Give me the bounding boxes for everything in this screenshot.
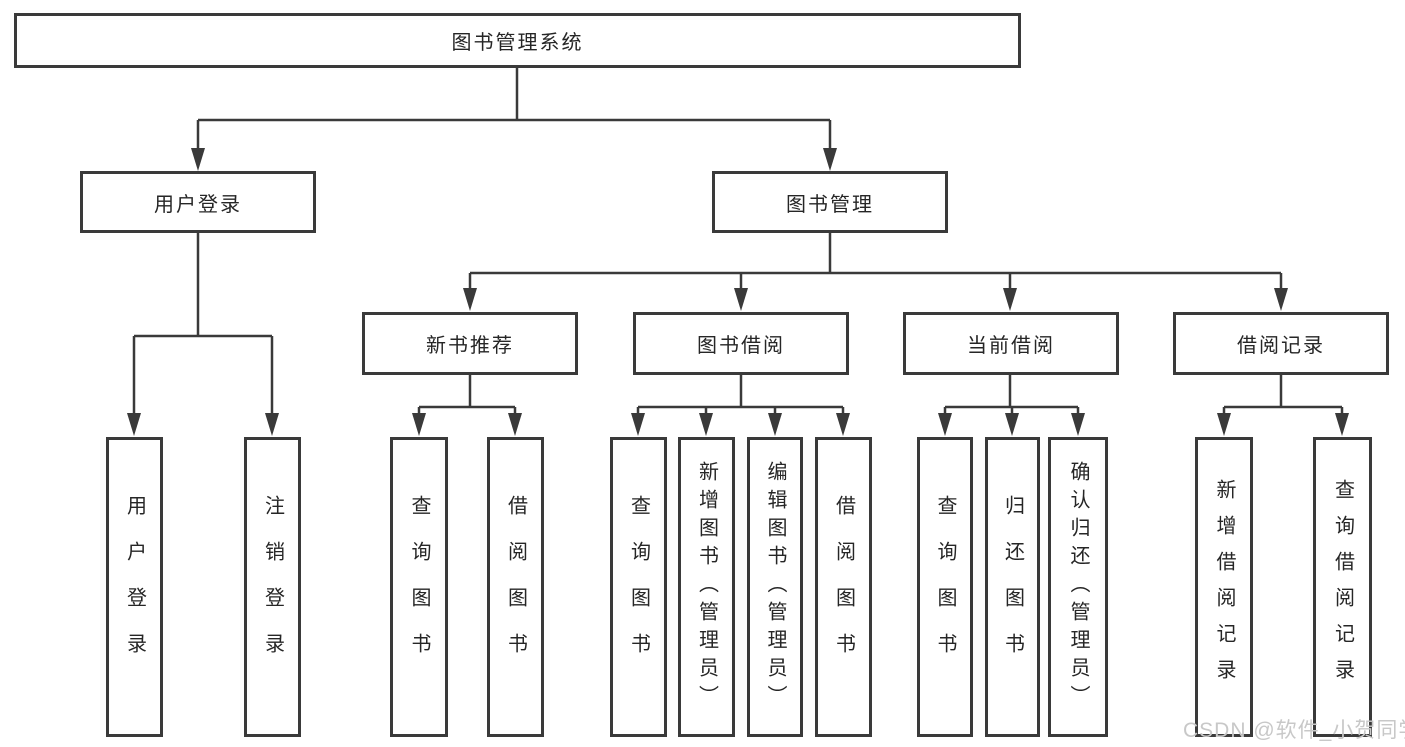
leaf-query-book-2-label: 查询图书 — [627, 495, 650, 679]
leaf-query-borrow-record: 查询借阅记录 — [1313, 437, 1372, 737]
csdn-watermark: CSDN @软件_小贺同学 — [1183, 719, 1405, 742]
leaf-user-login: 用户登录 — [106, 437, 163, 737]
leaf-user-login-label: 用户登录 — [123, 495, 146, 679]
node-book-mgmt: 图书管理 — [712, 171, 948, 233]
leaf-borrow-book-1-label: 借阅图书 — [504, 495, 527, 679]
node-user-login: 用户登录 — [80, 171, 316, 233]
arrow-down-icon — [412, 413, 426, 436]
leaf-edit-book-admin: 编辑图书（管理员） — [747, 437, 803, 737]
node-book-borrow-label: 图书借阅 — [697, 335, 785, 357]
leaf-return-book-label: 归还图书 — [1001, 495, 1024, 679]
arrow-down-icon — [1071, 413, 1085, 436]
node-root: 图书管理系统 — [14, 13, 1021, 68]
arrow-down-icon — [191, 148, 205, 171]
leaf-add-book-admin-label: 新增图书（管理员） — [695, 461, 718, 713]
arrow-down-icon — [1005, 413, 1019, 436]
leaf-query-book-3: 查询图书 — [917, 437, 973, 737]
leaf-query-book-1: 查询图书 — [390, 437, 448, 737]
connector-records-children — [1217, 375, 1349, 436]
arrow-down-icon — [463, 288, 477, 311]
arrow-down-icon — [127, 413, 141, 436]
arrow-down-icon — [1003, 288, 1017, 311]
arrow-down-icon — [1217, 413, 1231, 436]
arrow-down-icon — [734, 288, 748, 311]
arrow-down-icon — [823, 148, 837, 171]
arrow-down-icon — [938, 413, 952, 436]
leaf-edit-book-admin-label: 编辑图书（管理员） — [764, 461, 786, 713]
arrow-down-icon — [1335, 413, 1349, 436]
connector-book-mgmt-sections — [463, 233, 1288, 311]
connector-root-to-level1 — [191, 68, 837, 171]
node-new-book-recommend: 新书推荐 — [362, 312, 578, 375]
leaf-return-book: 归还图书 — [985, 437, 1040, 737]
leaf-query-book-3-label: 查询图书 — [934, 495, 956, 679]
arrow-down-icon — [265, 413, 279, 436]
connector-user-login-children — [127, 233, 279, 436]
leaf-add-borrow-record-label: 新增借阅记录 — [1213, 479, 1235, 695]
node-new-book-recommend-label: 新书推荐 — [426, 335, 514, 357]
leaf-confirm-return-admin: 确认归还（管理员） — [1048, 437, 1108, 737]
leaf-borrow-book-1: 借阅图书 — [487, 437, 544, 737]
connector-borrow-children — [631, 375, 850, 436]
leaf-borrow-book-2: 借阅图书 — [815, 437, 872, 737]
arrow-down-icon — [699, 413, 713, 436]
connector-new-book-children — [412, 375, 522, 436]
arrow-down-icon — [508, 413, 522, 436]
leaf-add-book-admin: 新增图书（管理员） — [678, 437, 735, 737]
node-borrow-records-label: 借阅记录 — [1237, 335, 1325, 357]
node-root-label: 图书管理系统 — [451, 32, 584, 54]
node-book-mgmt-label: 图书管理 — [786, 193, 874, 216]
leaf-add-borrow-record: 新增借阅记录 — [1195, 437, 1253, 737]
arrow-down-icon — [1274, 288, 1288, 311]
node-borrow-records: 借阅记录 — [1173, 312, 1389, 375]
node-current-borrow: 当前借阅 — [903, 312, 1119, 375]
leaf-logout: 注销登录 — [244, 437, 301, 737]
leaf-logout-label: 注销登录 — [261, 495, 284, 679]
arrow-down-icon — [836, 413, 850, 436]
node-current-borrow-label: 当前借阅 — [967, 335, 1055, 357]
leaf-query-book-2: 查询图书 — [610, 437, 667, 737]
leaf-query-borrow-record-label: 查询借阅记录 — [1331, 479, 1354, 695]
node-book-borrow: 图书借阅 — [633, 312, 849, 375]
leaf-borrow-book-2-label: 借阅图书 — [832, 495, 855, 679]
connector-current-children — [938, 375, 1085, 436]
leaf-confirm-return-admin-label: 确认归还（管理员） — [1067, 461, 1089, 713]
arrow-down-icon — [768, 413, 782, 436]
arrow-down-icon — [631, 413, 645, 436]
leaf-query-book-1-label: 查询图书 — [408, 495, 430, 679]
node-user-login-label: 用户登录 — [154, 193, 242, 216]
